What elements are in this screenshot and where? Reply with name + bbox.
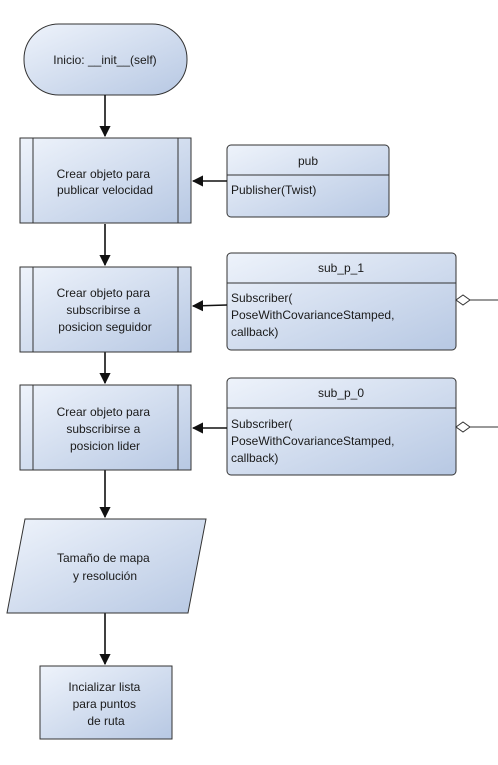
aggregation-diamond-sub1 [455, 294, 471, 306]
step-subscribe-leader: Crear objeto para subscribirse a posicio… [19, 384, 192, 471]
object-sub-p-0-body-3: callback) [231, 451, 278, 465]
step-1-line-1: Crear objeto para [57, 167, 151, 181]
step-3-line-3: posicion lider [70, 439, 140, 453]
object-sub-p-0-body-2: PoseWithCovarianceStamped, [231, 434, 394, 448]
object-sub-p-0-name: sub_p_0 [318, 386, 364, 400]
process-line-1: Incializar lista [68, 680, 140, 694]
start-label: Inicio: __init__(self) [53, 53, 156, 67]
step-subscribe-follower: Crear objeto para subscribirse a posicio… [19, 266, 192, 353]
object-sub-p-1-body-1: Subscriber( [231, 291, 292, 305]
start-node: Inicio: __init__(self) [23, 23, 188, 96]
object-pub-name: pub [298, 154, 318, 168]
svg-text:Crear objeto para public: Crear objeto para publicar velocidad [57, 167, 154, 197]
object-pub: pub Publisher(Twist) [191, 144, 390, 218]
step-3-line-2: subscribirse a [66, 422, 140, 436]
svg-text:Subscriber( PoseWithCova: Subscriber( PoseWithCovarianceStamped, c… [231, 417, 398, 465]
step-create-publisher: Crear objeto para publicar velocidad [19, 137, 192, 224]
step-3-line-1: Crear objeto para [57, 405, 151, 419]
io-line-1: Tamaño de mapa [57, 551, 150, 565]
step-2-line-1: Crear objeto para [57, 286, 151, 300]
svg-text:Crear objeto para subscr: Crear objeto para subscribirse a posicio… [57, 405, 154, 453]
object-sub-p-1-body-2: PoseWithCovarianceStamped, [231, 308, 394, 322]
io-line-2: y resolución [73, 569, 137, 583]
svg-text:Tamaño de mapa y resoluc: Tamaño de mapa y resolución [57, 551, 153, 583]
object-sub-p-0-body-1: Subscriber( [231, 417, 292, 431]
svg-text:Crear objeto para subscr: Crear objeto para subscribirse a posicio… [57, 286, 154, 334]
object-sub-p-1-body-3: callback) [231, 325, 278, 339]
object-sub-p-1-name: sub_p_1 [318, 261, 364, 275]
process-line-2: para puntos [73, 697, 136, 711]
step-1-line-2: publicar velocidad [57, 183, 153, 197]
process-line-3: de ruta [87, 714, 125, 728]
svg-text:Subscriber( PoseWithCova: Subscriber( PoseWithCovarianceStamped, c… [231, 291, 398, 339]
object-sub-p-1: sub_p_1 Subscriber( PoseWithCovarianceSt… [191, 252, 498, 351]
object-pub-body-1: Publisher(Twist) [231, 183, 316, 197]
object-sub-p-0: sub_p_0 Subscriber( PoseWithCovarianceSt… [191, 377, 498, 476]
arrow-sub1-to-step2 [191, 300, 228, 312]
step-2-line-3: posicion seguidor [58, 320, 151, 334]
step-2-line-2: subscribirse a [66, 303, 140, 317]
io-map-size: Tamaño de mapa y resolución [6, 518, 207, 614]
process-init-list: Incializar lista para puntos de ruta [39, 665, 173, 740]
svg-text:Incializar lista para pu: Incializar lista para puntos de ruta [68, 680, 143, 728]
aggregation-diamond-sub0 [455, 421, 471, 433]
